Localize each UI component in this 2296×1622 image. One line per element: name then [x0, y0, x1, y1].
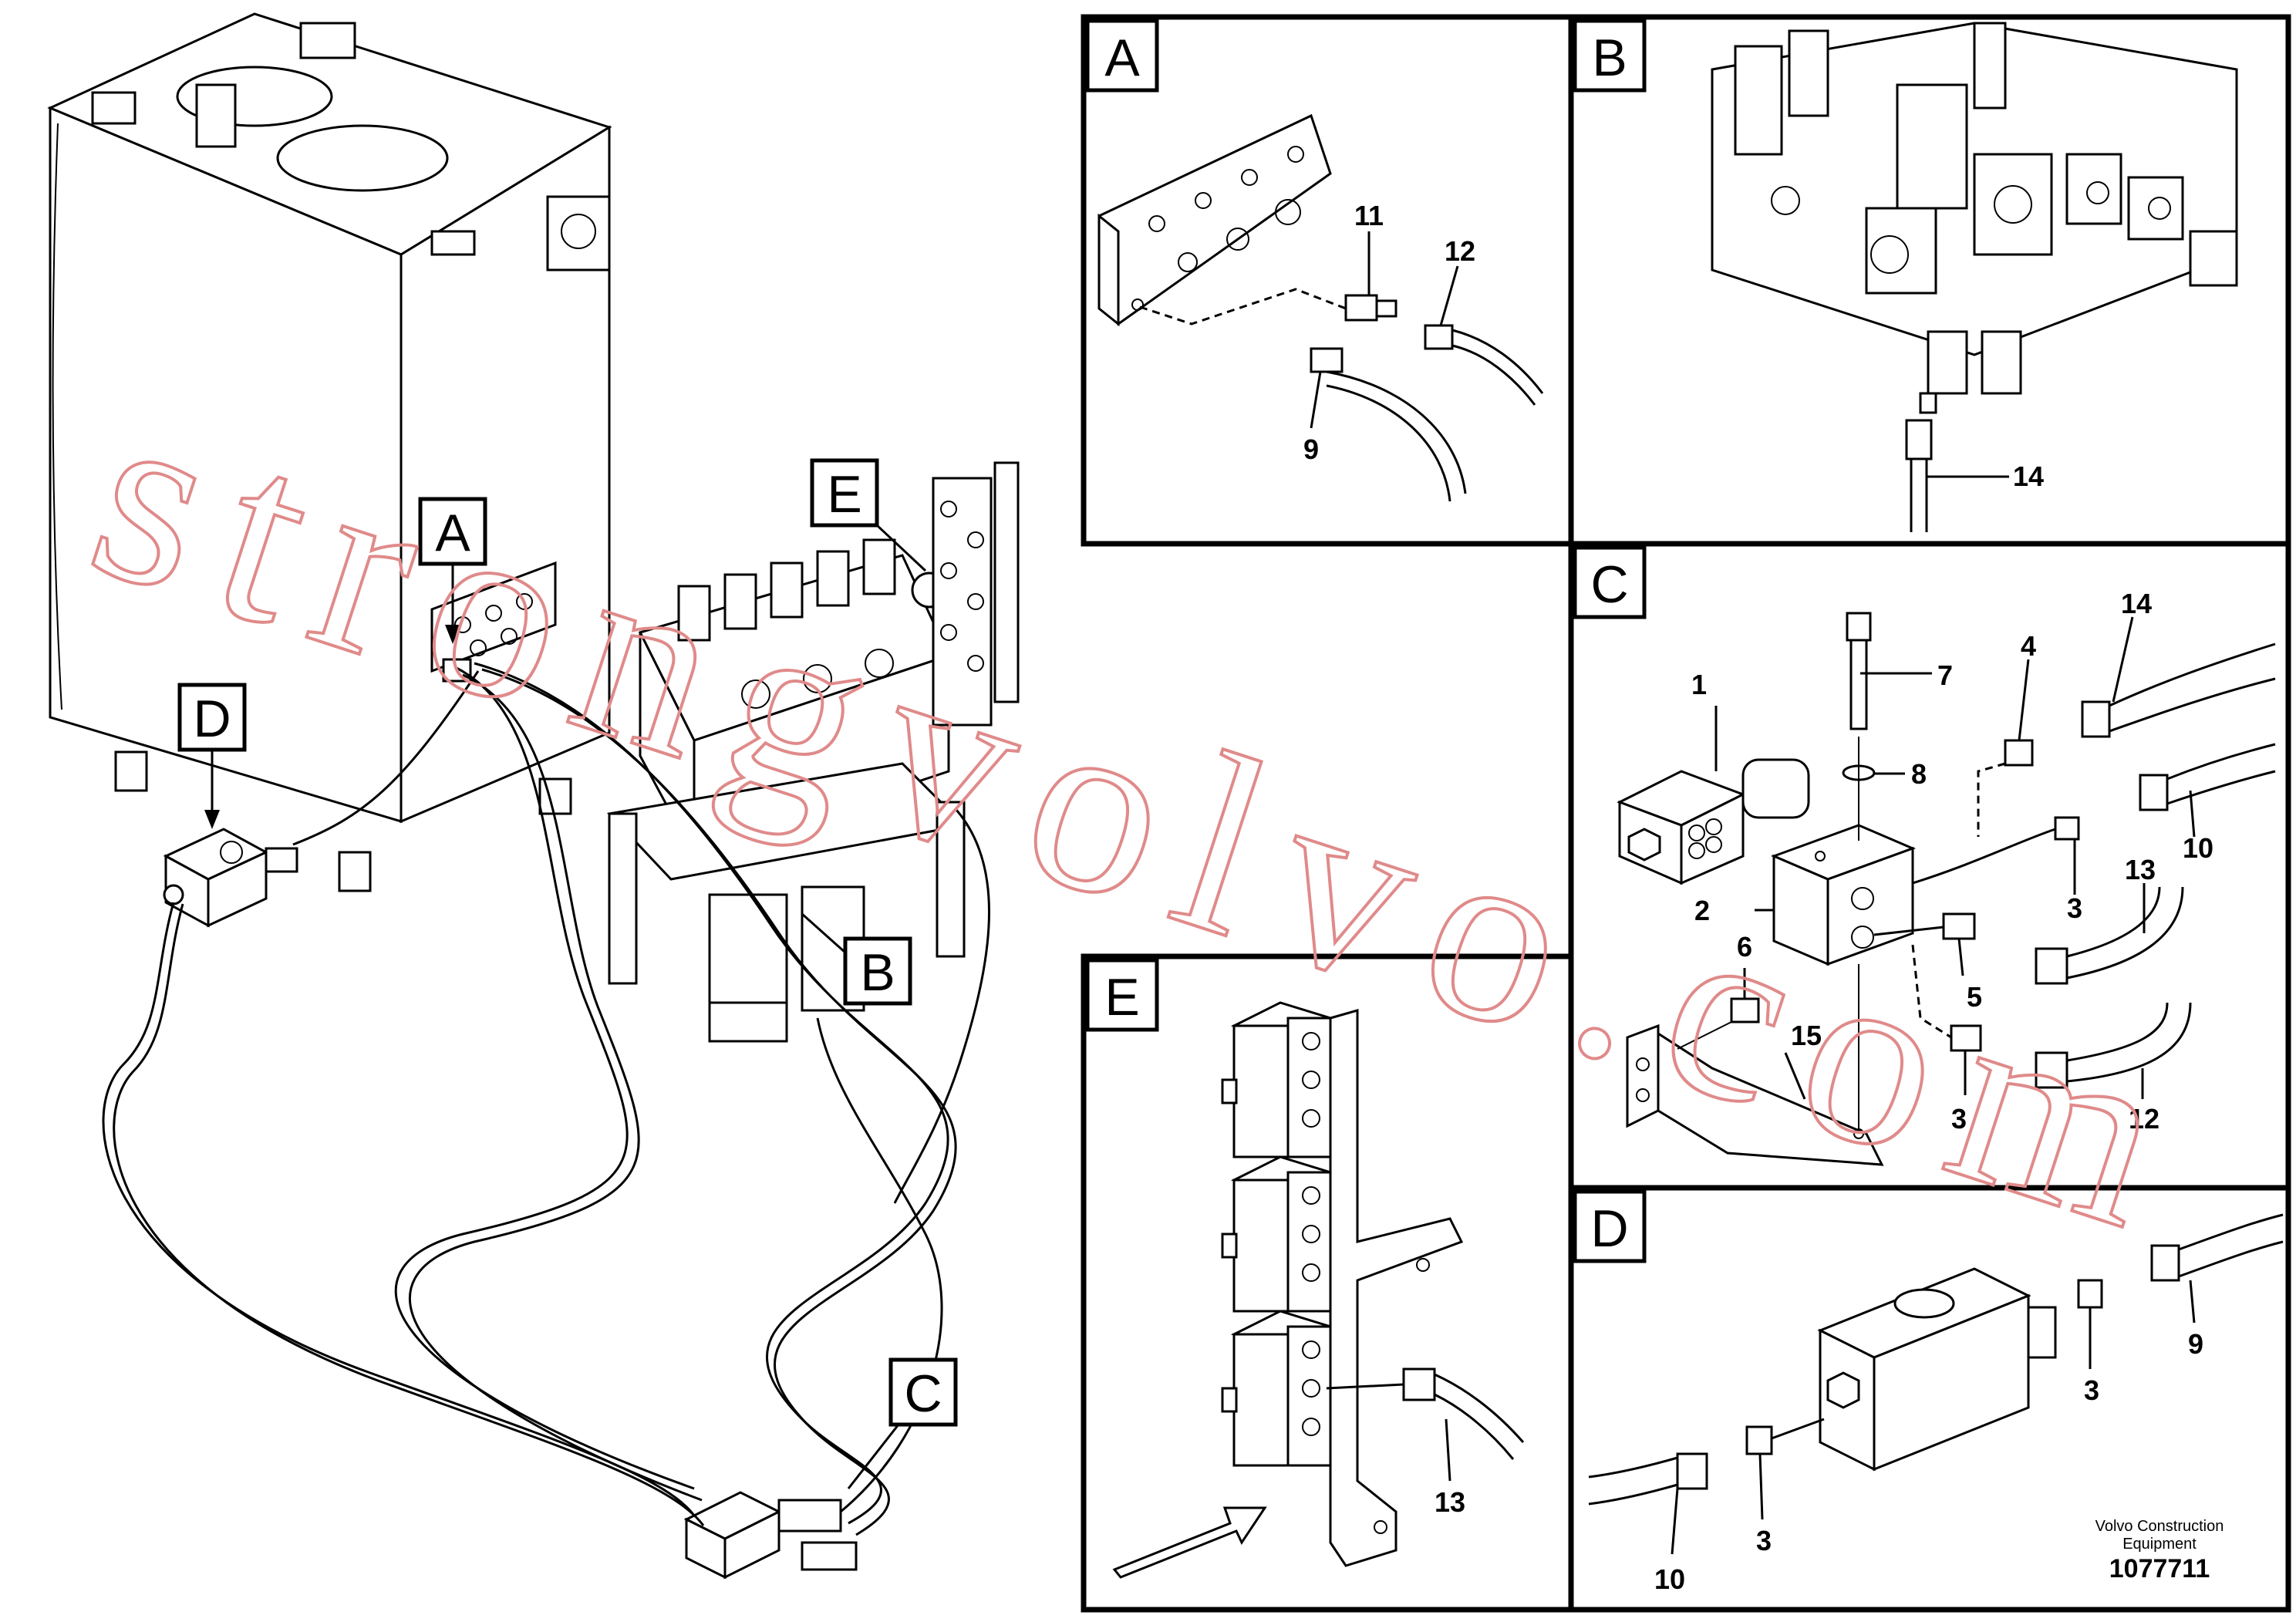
marker-b: B	[801, 912, 912, 1006]
panel-c-callout-7: 7	[1937, 659, 1953, 691]
panel-c-callout-13: 13	[2125, 854, 2156, 885]
panel-c-callout-8: 8	[1911, 758, 1927, 790]
panel-c: C	[1573, 545, 2276, 1166]
hydraulic-tank	[47, 12, 612, 892]
footer-company-line2: Equipment	[2122, 1536, 2197, 1553]
marker-e-label: E	[827, 465, 861, 524]
panel-d: D 9 3 10 3 Volvo Construction Equipment …	[1573, 1189, 2284, 1595]
panel-c-callout-14: 14	[2121, 588, 2152, 619]
marker-d: D	[177, 683, 247, 829]
marker-c-label: C	[904, 1364, 942, 1423]
panel-a: A 11 12 9	[1085, 19, 1544, 502]
panel-a-callout-9: 9	[1303, 433, 1319, 465]
panel-b-callout-14: 14	[2013, 460, 2044, 492]
view-direction-arrow-icon	[1112, 1506, 1267, 1579]
block-c	[683, 1491, 858, 1580]
panel-c-callout-2: 2	[1694, 895, 1710, 926]
panel-d-callout-3b: 3	[1756, 1525, 1772, 1556]
panel-d-callout-3a: 3	[2084, 1374, 2099, 1406]
block-d	[163, 828, 298, 928]
marker-a: A	[418, 497, 487, 644]
panel-c-callout-5: 5	[1967, 981, 1982, 1013]
panel-a-callout-11: 11	[1354, 200, 1384, 231]
marker-b-label: B	[860, 943, 895, 1002]
panel-a-label: A	[1104, 29, 1140, 87]
bracket-a	[430, 561, 557, 683]
footer-company-line1: Volvo Construction	[2095, 1518, 2224, 1535]
overview-drawing: A D E B C	[47, 12, 1020, 1580]
watermark: strongvolvo.com	[62, 347, 2227, 1292]
panel-c-callout-12: 12	[2129, 1103, 2159, 1135]
overview-hoses	[102, 662, 990, 1536]
marker-d-label: D	[193, 690, 231, 748]
panel-e-frame	[1081, 953, 1574, 1613]
marker-e: E	[810, 458, 927, 572]
footer-drawing-number: 1077711	[2109, 1554, 2210, 1583]
panel-c-callout-6: 6	[1737, 931, 1752, 963]
marker-a-label: A	[435, 504, 470, 562]
panel-e: E	[1085, 958, 1525, 1579]
panel-c-callout-15: 15	[1791, 1020, 1822, 1051]
panel-d-callout-9: 9	[2188, 1328, 2203, 1360]
panel-c-callout-4: 4	[2021, 630, 2036, 662]
panel-d-label: D	[1590, 1199, 1628, 1258]
panel-a-callout-12: 12	[1445, 235, 1475, 267]
panel-b-label: B	[1592, 29, 1627, 87]
panel-c-callout-1: 1	[1691, 669, 1707, 700]
panel-c-label: C	[1590, 555, 1628, 614]
panel-c-callout-10: 10	[2183, 832, 2213, 864]
marker-c: C	[847, 1357, 958, 1489]
panel-c-callout-3b: 3	[1951, 1103, 1967, 1135]
panel-d-callout-10: 10	[1654, 1563, 1685, 1595]
panel-b: B 14	[1573, 19, 2238, 532]
panel-e-callout-13: 13	[1435, 1486, 1465, 1518]
panel-e-label: E	[1104, 968, 1139, 1027]
control-valve	[606, 461, 1020, 1043]
watermark-text: strongvolvo.com	[64, 349, 2225, 1290]
panel-c-callout-3a: 3	[2067, 892, 2082, 924]
